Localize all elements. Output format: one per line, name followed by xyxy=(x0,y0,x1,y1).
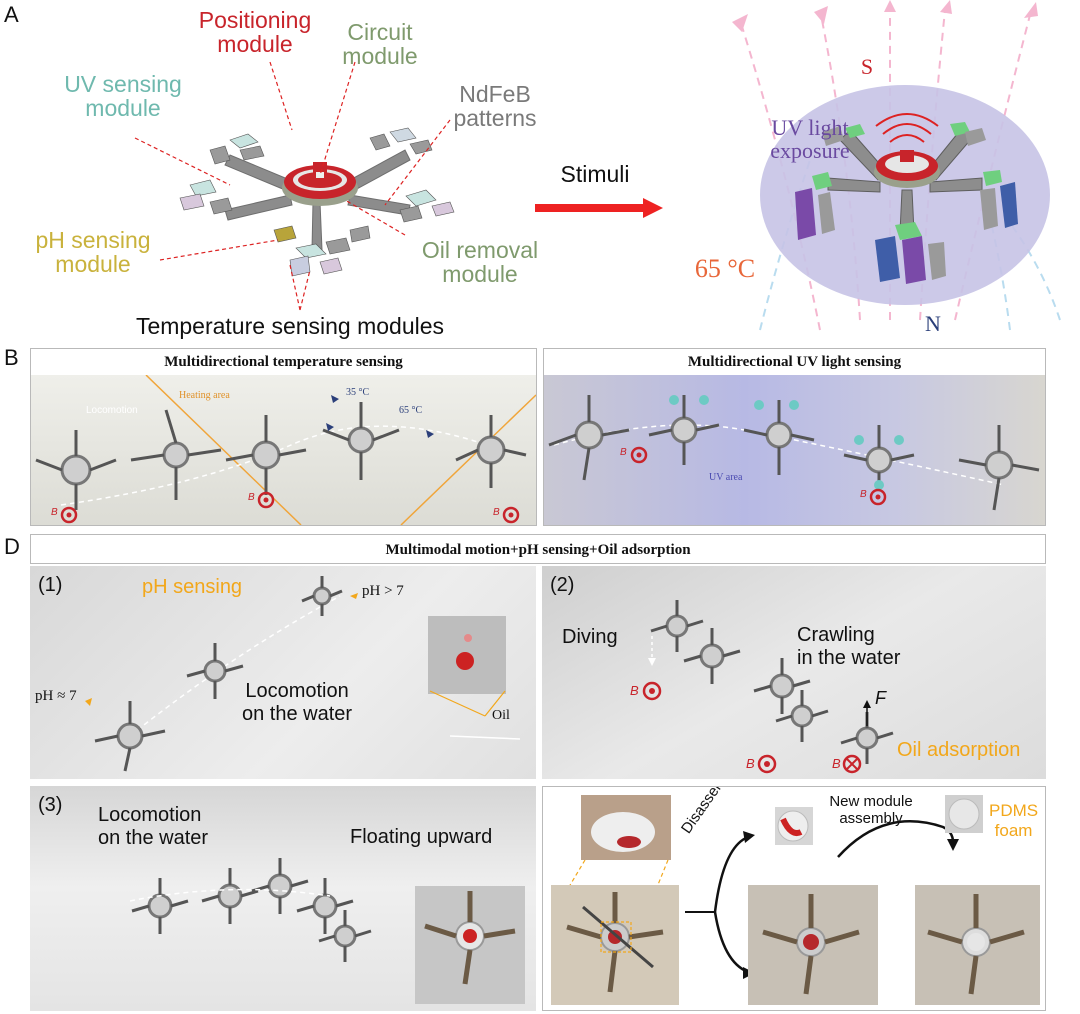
temp-65-small-label: 65 °C xyxy=(399,405,423,416)
panel-c-photo: UV area B B xyxy=(544,375,1045,525)
pole-s-label: S xyxy=(860,54,874,79)
ph-sensing-module-label: pH sensing module xyxy=(35,227,151,278)
uv-light-exposure-label: UV light exposure xyxy=(770,115,850,164)
b-field-symbol-c1: B xyxy=(620,447,627,458)
pole-n-label: N xyxy=(925,311,941,336)
uv-sensing-scene xyxy=(548,395,1040,511)
assembly-scene xyxy=(551,795,1040,1005)
temp-35-label: 35 °C xyxy=(346,387,370,398)
subpanel-2-number: (2) xyxy=(550,574,575,596)
ndfeb-patterns-label: NdFeB patterns xyxy=(453,81,537,132)
force-label: F xyxy=(875,688,886,708)
temperature-sensing-scene xyxy=(35,375,536,525)
b-field-symbol-d2: B xyxy=(746,756,755,771)
oil-adsorption-label: Oil adsorption xyxy=(897,739,1021,761)
new-module-assembly-label: New module assembly xyxy=(829,793,913,827)
panel-c-title: Multidirectional UV light sensing xyxy=(544,349,1045,375)
panel-letter-d: D xyxy=(4,534,20,559)
modular-robot-illustration xyxy=(179,127,455,277)
locomotion-on-water-label-3: Locomotion on the water xyxy=(98,804,209,849)
panel-d-title: Multimodal motion+pH sensing+Oil adsorpt… xyxy=(31,535,1045,563)
b-field-symbol-1: B xyxy=(51,507,58,518)
ph-sensing-label: pH sensing xyxy=(142,576,243,598)
heating-area-label: Heating area xyxy=(179,390,230,401)
b-field-symbol-c2: B xyxy=(860,489,867,500)
positioning-module-label: Positioning module xyxy=(198,7,312,58)
uv-area-label: UV area xyxy=(709,472,743,483)
b-field-symbol-2: B xyxy=(248,492,255,503)
b-field-symbol-d1: B xyxy=(630,683,639,698)
circuit-module-label: Circuit module xyxy=(342,19,418,70)
panel-d-title-frame: Multimodal motion+pH sensing+Oil adsorpt… xyxy=(30,534,1046,564)
ph-sensing-scene xyxy=(85,576,521,772)
floating-upward-label: Floating upward xyxy=(350,826,493,848)
b-field-symbol-d3: B xyxy=(832,756,841,771)
subpanel-3-number: (3) xyxy=(38,794,63,816)
stimuli-arrow xyxy=(535,198,663,218)
uv-sensing-module-label: UV sensing module xyxy=(64,71,182,122)
subpanel-1-number: (1) xyxy=(38,574,63,596)
b-field-symbol-3: B xyxy=(493,507,500,518)
panel-letter-a: A xyxy=(4,2,19,27)
panel-b-photo: Locomotion Heating area 35 °C 65 °C B B … xyxy=(31,375,536,525)
panel-letter-b: B xyxy=(4,345,19,370)
crawling-in-water-label: Crawling in the water xyxy=(797,624,901,669)
temp-65-label: 65 °C xyxy=(694,254,756,283)
pointer-lines xyxy=(134,61,451,311)
oil-label: Oil xyxy=(492,708,510,723)
oil-removal-module-label: Oil removal module xyxy=(421,237,539,288)
locomotion-label: Locomotion xyxy=(86,405,138,416)
panel-c-frame: Multidirectional UV light sensing UV are… xyxy=(543,348,1046,526)
diving-label: Diving xyxy=(562,626,618,648)
locomotion-on-water-label-1: Locomotion on the water xyxy=(242,680,353,725)
diving-crawling-scene xyxy=(642,600,894,774)
ph-greater-7-label: pH > 7 xyxy=(362,583,404,599)
panel-e-frame: Disassembly New module assembly PDMS foa… xyxy=(542,786,1046,1011)
pdms-foam-label: PDMS foam xyxy=(989,801,1039,840)
panel-d1-photo: (1) pH sensing pH > 7 pH ≈ 7 Locomotion … xyxy=(30,566,536,779)
stimuli-label: Stimuli xyxy=(560,161,630,187)
panel-d3-photo: (3) Locomotion on the water Floating upw… xyxy=(30,786,536,1011)
panel-d2-photo: (2) Diving Crawling in the water F Oil a… xyxy=(542,566,1046,779)
panel-b-title: Multidirectional temperature sensing xyxy=(31,349,536,375)
temperature-sensing-modules-label: Temperature sensing modules xyxy=(135,313,445,339)
ph-approx-7-label: pH ≈ 7 xyxy=(35,688,77,704)
floating-scene xyxy=(129,858,525,1004)
panel-b-frame: Multidirectional temperature sensing Loc… xyxy=(30,348,537,526)
stimuli-response-illustration xyxy=(732,0,1061,331)
